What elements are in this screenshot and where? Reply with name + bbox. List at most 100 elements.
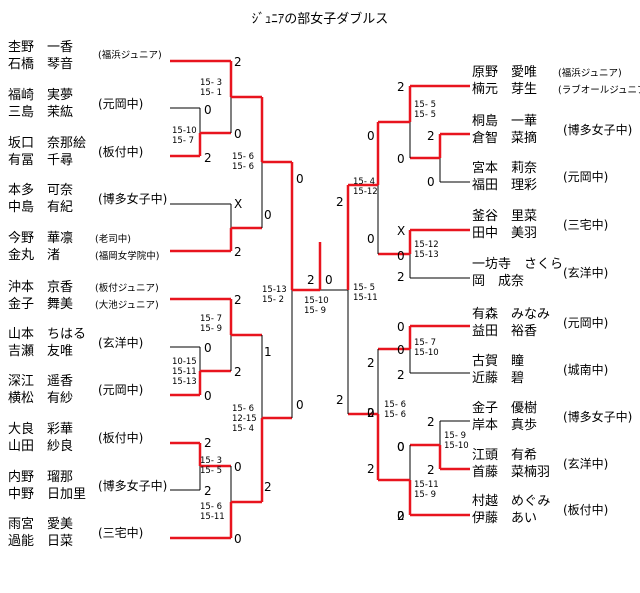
player-name: 中野 日加里 [8, 487, 87, 502]
game-score: 15-13 15- 2 [262, 285, 287, 305]
match-score: 0 [264, 208, 272, 222]
player-name: 沖本 京香 [8, 280, 74, 295]
player-name: 首藤 菜楠羽 [472, 465, 551, 480]
player-name: 倉智 菜摘 [472, 131, 538, 146]
match-score: 0 [234, 460, 242, 474]
club-name: (玄洋中) [563, 457, 609, 471]
player-name: 田中 美羽 [472, 226, 538, 241]
match-score: 0 [427, 175, 435, 189]
game-score: 15- 3 15- 5 [200, 456, 222, 476]
club-name: (博多女子中) [563, 410, 633, 424]
club-name: (元岡中) [98, 97, 144, 111]
match-score: 0 [397, 440, 405, 454]
game-score: 15-12 15-13 [414, 240, 439, 260]
match-score: 2 [427, 415, 435, 429]
player-name: 伊藤 あい [472, 511, 538, 526]
match-score: 0 [234, 127, 242, 141]
club-name: (博多女子中) [98, 192, 168, 206]
player-name: 本多 可奈 [8, 183, 74, 198]
match-score: 2 [367, 406, 375, 420]
match-score: 2 [427, 463, 435, 477]
match-score: 0 [296, 172, 304, 186]
player-name: 岡 成奈 [472, 274, 525, 289]
club-name: (福浜ジュニア) [558, 68, 622, 79]
match-score: 0 [325, 273, 333, 287]
player-name: 杢野 一香 [8, 40, 74, 55]
player-name: 村越 めぐみ [472, 494, 551, 509]
player-name: 山本 ちはる [8, 327, 87, 342]
game-score: 15- 5 15-11 [353, 283, 378, 303]
match-score: 2 [397, 509, 405, 523]
player-name: 内野 瑠那 [8, 470, 74, 485]
club-name: (三宅中) [563, 218, 609, 232]
club-name: (博多女子中) [563, 123, 633, 137]
page-title: ｼﾞｭﾆｱの部女子ダブルス [251, 12, 389, 27]
player-name: 福田 理彩 [472, 178, 538, 193]
game-score: 15-10 15- 7 [172, 126, 197, 146]
club-name: (城南中) [563, 363, 609, 377]
player-name: 一坊寺 さくら [472, 257, 564, 272]
club-name: (板付中) [98, 145, 144, 159]
player-name: 宮本 莉奈 [472, 161, 538, 176]
match-score: 0 [397, 343, 405, 357]
match-score: 0 [367, 129, 375, 143]
club-name: (板付中) [563, 503, 609, 517]
player-name: 金子 舞美 [8, 297, 74, 312]
match-score: 2 [234, 365, 242, 379]
player-name: 有森 みなみ [472, 307, 551, 322]
club-name: (板付ジュニア) [95, 283, 159, 294]
player-name: 深江 遥香 [8, 374, 74, 389]
game-score: 15- 3 15- 1 [200, 78, 222, 98]
club-name: (福浜ジュニア) [98, 50, 162, 61]
player-name: 吉瀬 友唯 [8, 344, 74, 359]
player-name: 古賀 瞳 [472, 354, 525, 369]
club-name: (大池ジュニア) [95, 300, 159, 311]
player-name: 近藤 碧 [472, 371, 525, 386]
club-name: (玄洋中) [98, 336, 144, 350]
match-score: 0 [397, 152, 405, 166]
match-score: 2 [204, 151, 212, 165]
player-name: 石橋 琴音 [8, 57, 74, 72]
match-score: 0 [234, 532, 242, 546]
match-score: 0 [367, 406, 375, 420]
club-name: (元岡中) [98, 383, 144, 397]
game-score: 15- 6 15-11 [200, 502, 225, 522]
match-score: 2 [397, 80, 405, 94]
match-score: 2 [234, 293, 242, 307]
match-score: 0 [397, 249, 405, 263]
player-name: 坂口 奈那絵 [8, 136, 87, 151]
club-name: (老司中) [95, 234, 131, 245]
player-name: 雨宮 愛美 [8, 517, 74, 532]
club-name: (ラブオールジュニア) [558, 85, 640, 96]
player-name: 岸本 真歩 [472, 418, 538, 433]
game-score: 15- 4 15-12 [353, 177, 378, 197]
club-name: (板付中) [98, 431, 144, 445]
player-name: 楠元 芽生 [472, 82, 538, 97]
game-score: 15- 6 15- 6 [384, 400, 406, 420]
match-score: 2 [427, 129, 435, 143]
match-score: X [397, 224, 406, 238]
match-score: 2 [397, 368, 405, 382]
match-score: 2 [367, 462, 375, 476]
match-score: 2 [336, 393, 344, 407]
player-name: 過能 日菜 [8, 534, 74, 549]
game-score: 10-15 15-11 15-13 [172, 357, 197, 387]
match-score: 0 [397, 440, 405, 454]
player-name: 原野 愛唯 [472, 65, 538, 80]
player-name: 三島 茉紘 [8, 105, 74, 120]
match-score: 2 [204, 484, 212, 498]
club-name: (三宅中) [98, 526, 144, 540]
match-score: 0 [397, 509, 405, 523]
player-name: 金子 優樹 [472, 401, 538, 416]
match-score: 2 [336, 195, 344, 209]
player-name: 今野 華凛 [8, 231, 74, 246]
club-name: (福岡女学院中) [95, 251, 160, 262]
match-score: 0 [367, 232, 375, 246]
game-score: 15-11 15- 9 [414, 480, 439, 500]
player-name: 釜谷 里菜 [472, 209, 538, 224]
match-score: 0 [204, 389, 212, 403]
player-name: 有冨 千尋 [8, 153, 74, 168]
player-name: 金丸 渚 [8, 248, 61, 263]
